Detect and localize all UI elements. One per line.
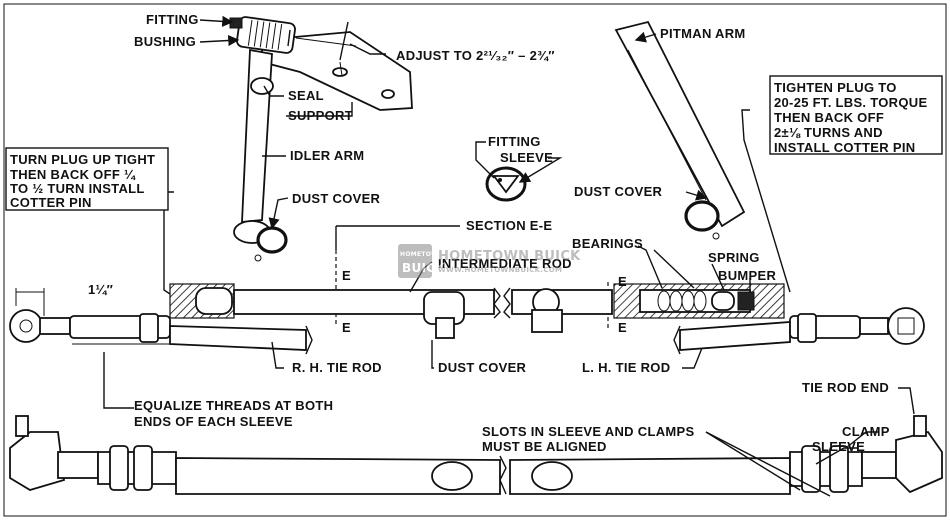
label-seal: SEAL — [288, 88, 324, 103]
frame-border — [3, 3, 947, 517]
support-hole — [332, 67, 348, 77]
right-note-box — [769, 75, 943, 155]
bottom-right-clamp-2 — [829, 445, 849, 493]
label-support: SUPPORT — [288, 108, 353, 123]
dust-cover-ring-right — [684, 200, 720, 232]
left-socket-ball — [195, 287, 233, 315]
idler-arm-assembly — [229, 16, 413, 262]
label-one-quarter: 1¼″ — [88, 282, 113, 297]
seal-ring — [250, 77, 274, 95]
label-fitting-mid: FITTING — [488, 134, 541, 149]
label-bearings: BEARINGS — [572, 236, 643, 251]
center-stud-left-neck — [435, 317, 455, 339]
bumper — [737, 291, 755, 311]
label-e4: E — [618, 320, 627, 335]
bottom-left-threaded — [57, 451, 99, 479]
label-lh-tie-rod: L. H. TIE ROD — [582, 360, 670, 375]
label-rh-tie-rod: R. H. TIE ROD — [292, 360, 382, 375]
left-clamp — [139, 313, 159, 343]
rh-tie-rod — [169, 325, 307, 351]
tie-rods-middle — [9, 288, 925, 355]
tie-rod-bottom-view — [9, 415, 943, 495]
dust-cover-ring-left — [256, 226, 288, 254]
watermark-url: WWW.HOMETOWNBUICK.COM — [438, 266, 562, 274]
fitting-sleeve-detail — [485, 166, 527, 202]
watermark-badge — [398, 244, 432, 278]
left-threaded-end — [39, 317, 71, 335]
watermark-badge-bottom: BUICK — [402, 261, 445, 275]
watermark: HOMETOWN BUICK HOMETOWN BUICK WWW.HOMETO… — [398, 244, 581, 278]
label-section: SECTION E-E — [466, 218, 552, 233]
adjust-dimension — [287, 21, 386, 77]
label-tie-rod-end: TIE ROD END — [802, 380, 889, 395]
spring-coils — [657, 290, 707, 312]
right-threaded-end — [859, 317, 889, 335]
right-tie-rod-end — [887, 307, 925, 345]
bottom-right-threaded — [861, 451, 897, 479]
label-e1: E — [342, 268, 351, 283]
bottom-left-clamp — [109, 445, 129, 491]
bottom-rod-right — [509, 457, 791, 495]
pitman-arm-assembly — [614, 20, 746, 240]
label-adjust: ADJUST TO 2²¹⁄₃₂″ – 2¾″ — [396, 48, 555, 63]
left-tie-rod-end — [9, 309, 43, 343]
label-dust-cover-bottom: DUST COVER — [438, 360, 527, 375]
intermediate-rod-assembly — [169, 283, 785, 339]
label-dust-cover-right: DUST COVER — [574, 184, 663, 199]
label-spring: SPRING — [708, 250, 760, 265]
center-stud-right — [531, 309, 563, 333]
pitman-arm-body — [614, 20, 746, 228]
bottom-rod-left — [175, 457, 501, 495]
idler-arm-shaft — [241, 48, 273, 223]
label-equalize-1: EQUALIZE THREADS AT BOTH — [134, 398, 333, 413]
label-bumper: BUMPER — [718, 268, 776, 283]
label-dust-cover-left: DUST COVER — [292, 191, 381, 206]
label-intermediate-rod: INTERMEDIATE ROD — [438, 256, 572, 271]
bumper-ball — [711, 291, 735, 311]
label-equalize-2: ENDS OF EACH SLEEVE — [134, 414, 293, 429]
bottom-left-tie-rod-end — [9, 431, 65, 491]
label-clamp: CLAMP — [842, 424, 890, 439]
leader-lines — [72, 15, 915, 497]
label-sleeve-mid: SLEEVE — [500, 150, 553, 165]
label-slots-2: MUST BE ALIGNED — [482, 439, 607, 454]
right-note-line-3: THEN BACK OFF — [774, 110, 884, 125]
right-clamp — [797, 313, 817, 343]
watermark-name: HOMETOWN BUICK — [438, 249, 581, 264]
label-sleeve-bottom: SLEEVE — [812, 439, 865, 454]
label-bushing: BUSHING — [134, 34, 196, 49]
right-note-line-4: 2±⅛ TURNS AND — [774, 125, 883, 140]
watermark-badge-top: HOMETOWN — [400, 251, 443, 258]
bottom-right-tie-rod-end — [895, 430, 943, 494]
left-note-line-4: COTTER PIN — [10, 195, 92, 210]
right-note-line-5: INSTALL COTTER PIN — [774, 140, 915, 155]
left-note-line-2: THEN BACK OFF ¼ — [10, 167, 136, 182]
right-note-line-1: TIGHTEN PLUG TO — [774, 80, 897, 95]
label-e3: E — [618, 274, 627, 289]
label-idler-arm: IDLER ARM — [290, 148, 364, 163]
bottom-left-clamp-2 — [133, 445, 153, 491]
label-pitman-arm: PITMAN ARM — [660, 26, 746, 41]
label-slots-1: SLOTS IN SLEEVE AND CLAMPS — [482, 424, 694, 439]
label-fitting-top: FITTING — [146, 12, 199, 27]
left-note-line-3: TO ½ TURN INSTALL — [10, 181, 145, 196]
right-note-line-2: 20-25 FT. LBS. TORQUE — [774, 95, 927, 110]
left-note-line-1: TURN PLUG UP TIGHT — [10, 152, 155, 167]
fitting-nipple — [229, 17, 243, 29]
label-e2: E — [342, 320, 351, 335]
left-note-box — [5, 147, 169, 211]
lh-tie-rod — [679, 321, 791, 351]
support-hole-2 — [381, 89, 395, 99]
bottom-right-clamp — [801, 445, 821, 493]
